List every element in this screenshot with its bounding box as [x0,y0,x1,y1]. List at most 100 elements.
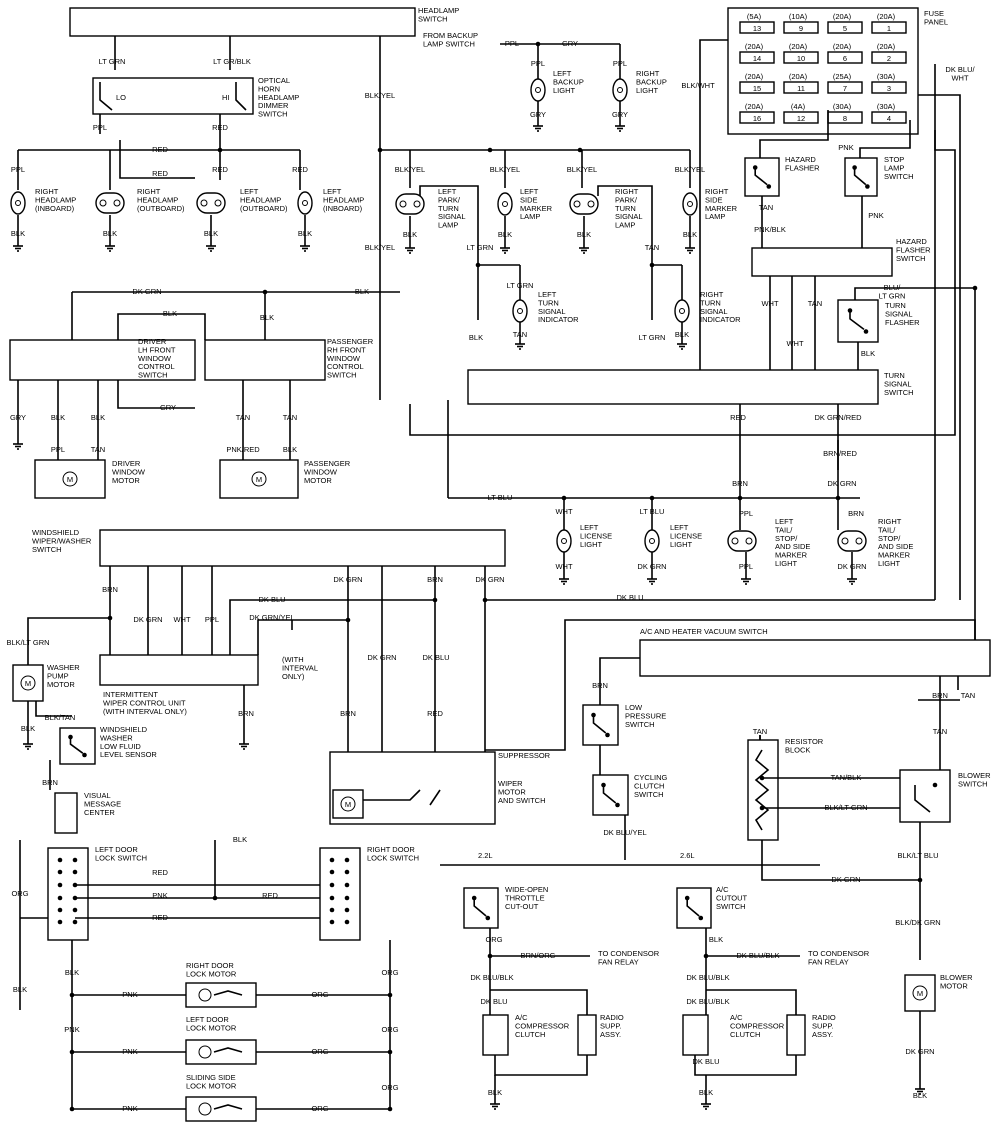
resistor-block-box [747,739,779,841]
junction-dot [615,802,620,808]
junction-dot [344,869,350,875]
wire-label: PNK [868,211,883,220]
wire-label: DK BLU/YEL [603,828,646,837]
wire-label: WHT [555,562,572,571]
wire-label: BLK/DK GRN [895,918,940,927]
fuse-rating: (20A) [745,42,764,51]
wot-cutout-box [463,887,499,929]
junction-dot [487,147,493,153]
washer-fluid-sensor-box [59,727,96,765]
junction-dot [344,882,350,888]
junction-dot [863,329,869,334]
wire-label: DK BLU/BLK [736,951,779,960]
wire-label: GRY [612,110,628,119]
dimmer-lo-label: LO [116,93,126,102]
wire-label: PNK [64,1025,79,1034]
wire-label: BLK [51,413,65,422]
wire-label: DK GRN [333,575,362,584]
wire [99,82,113,111]
junction-dot [377,147,383,153]
wire-label: BLK [13,985,27,994]
wire-label: BLU/LT GRN [879,283,906,300]
lock-motor-icon [198,1102,212,1116]
junction-dot [577,147,583,153]
driver-window-motor-box [34,459,106,499]
lamp-filament-icon [587,200,595,208]
wire-label: DK BLU [258,595,285,604]
wire-label: RED [152,169,168,178]
wire-label: PNK [122,990,137,999]
fuse-number: 8 [843,114,847,123]
wire [706,989,797,1015]
fuse-number: 4 [887,114,891,123]
wire-label: DK BLU [692,1057,719,1066]
lamp-filament-icon [302,200,308,206]
lamp-filament-icon [99,199,107,207]
fuse-number: 15 [753,84,761,93]
motor-symbol: M [67,475,73,484]
wire-label: TAN [91,445,105,454]
wire-label: TAN/BLK [831,773,862,782]
wire-label: LT GR/BLK [213,57,251,66]
wire-label: ORG [311,1047,328,1056]
wire [257,619,348,655]
wire [117,313,206,340]
wire-label: DK BLU [480,997,507,1006]
wire-label: TAN [753,727,767,736]
hazard-flasher-switch-box [751,247,893,277]
wire-label: BLK/TAN [45,713,76,722]
fuse-box [783,51,819,64]
wire [429,789,441,806]
wire [27,617,110,665]
wire-label: BLK [861,349,875,358]
wire [235,82,247,111]
wire-label: PNK [122,1104,137,1113]
wire-label: BLK [355,287,369,296]
junction-dot [752,165,758,170]
fuse-number: 14 [753,54,761,63]
dimmer-hi-label: HI [222,93,230,102]
wire-label: GRY [562,39,578,48]
junction-dot [932,782,938,788]
cycling-clutch-switch-box [592,774,629,816]
motor-symbol: M [25,679,31,688]
wire [363,789,421,801]
wire-label: PPL [505,39,519,48]
motor-symbol: M [256,475,262,484]
fuse-rating: (10A) [789,12,808,21]
wire-label: TAN [961,691,975,700]
wire-label: ORG [311,990,328,999]
fuse-box [871,21,907,34]
radio-supp-2-box [786,1014,806,1056]
wire-label: TAN [645,243,659,252]
wire-label: BLK [65,968,79,977]
suppressor-label: SUPPRESSOR [498,751,551,760]
wire [859,120,911,158]
ac-vacuum-switch-label: A/C AND HEATER VACUUM SWITCH [640,627,768,636]
wire-label: BLK/YEL [365,91,395,100]
junction-dot [69,992,75,998]
wire-label: PPL [739,509,753,518]
lamp-filament-icon [649,538,655,544]
wire-label: DK GRN [132,287,161,296]
wire [694,1055,797,1076]
sliding-side-lock-motor-box [185,1096,257,1122]
wiper-motor-icon [332,789,364,819]
junction-dot [72,907,78,913]
wire [473,898,487,917]
wire [419,185,479,320]
